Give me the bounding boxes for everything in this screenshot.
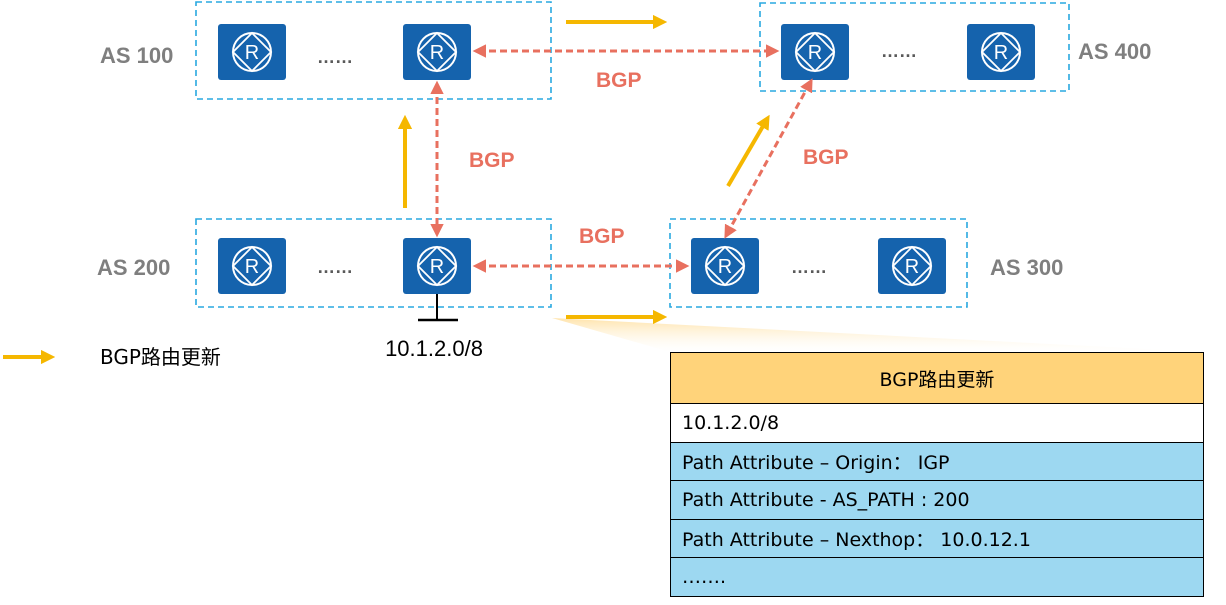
router-icon xyxy=(218,24,286,80)
router-icon xyxy=(218,238,286,294)
as400-ellipsis: …… xyxy=(881,41,917,61)
table-row: Path Attribute – Nexthop： 10.0.12.1 xyxy=(671,518,1203,558)
router-icon xyxy=(691,238,759,294)
router-icon xyxy=(967,24,1035,80)
bgp-label-as200-as300: BGP xyxy=(579,225,625,248)
router-icon xyxy=(403,24,471,80)
router-icon xyxy=(403,238,471,294)
as300-ellipsis: …… xyxy=(791,257,827,277)
table-callout xyxy=(552,318,1204,352)
as300-label: AS 300 xyxy=(990,255,1063,280)
bgp-label-as100-as200: BGP xyxy=(469,149,515,172)
as100-label: AS 100 xyxy=(100,43,173,68)
bgp-label-as300-as400: BGP xyxy=(803,146,849,169)
table-row: ……. xyxy=(671,557,1203,596)
table-row: Path Attribute - AS_PATH : 200 xyxy=(671,480,1203,519)
bgp-update-table: BGP路由更新 10.1.2.0/8 Path Attribute – Orig… xyxy=(670,352,1204,597)
table-row: Path Attribute – Origin： IGP xyxy=(671,441,1203,481)
as200-box xyxy=(195,218,552,308)
arrow-right-icon xyxy=(726,114,770,188)
bgp-link-as300-as400 xyxy=(724,78,813,239)
as200-ellipsis: …… xyxy=(317,257,353,277)
table-row: 10.1.2.0/8 xyxy=(671,403,1203,442)
prefix-label: 10.1.2.0/8 xyxy=(385,336,483,361)
table-header: BGP路由更新 xyxy=(671,353,1203,403)
legend-label: BGP路由更新 xyxy=(100,345,221,369)
as200-label: AS 200 xyxy=(97,255,170,280)
as100-ellipsis: …… xyxy=(317,47,353,67)
router-icon xyxy=(781,24,849,80)
router-icon xyxy=(878,238,946,294)
bgp-label-as100-as400: BGP xyxy=(596,69,642,92)
as400-label: AS 400 xyxy=(1078,39,1151,64)
